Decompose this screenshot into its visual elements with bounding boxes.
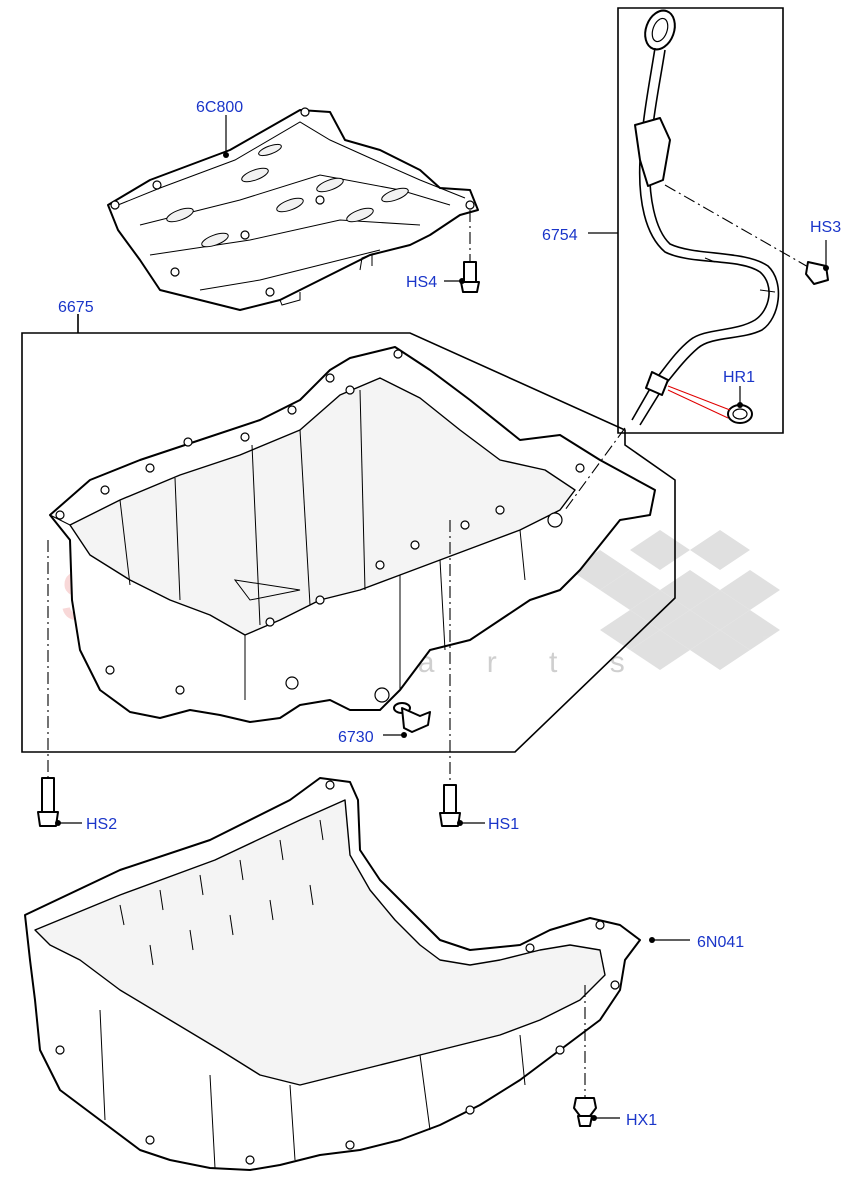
label-6754[interactable]: 6754 bbox=[542, 227, 578, 244]
label-HX1[interactable]: HX1 bbox=[626, 1112, 657, 1129]
drain-plug-6730 bbox=[383, 702, 431, 738]
label-HS2[interactable]: HS2 bbox=[86, 816, 117, 833]
label-6N041[interactable]: 6N041 bbox=[697, 934, 744, 951]
seal-HR1 bbox=[667, 385, 753, 424]
lower-pan-6N041 bbox=[24, 777, 690, 1171]
fastener-HX1 bbox=[573, 985, 620, 1127]
bolt-HS1 bbox=[439, 520, 485, 827]
label-6675[interactable]: 6675 bbox=[58, 299, 94, 316]
label-HS3[interactable]: HS3 bbox=[810, 219, 841, 236]
dipstick-6754 bbox=[631, 9, 780, 426]
bolt-HS4 bbox=[444, 210, 480, 293]
watermark-checker-flag bbox=[570, 530, 780, 670]
label-HS1[interactable]: HS1 bbox=[488, 816, 519, 833]
bolt-HS3 bbox=[664, 184, 829, 285]
baffle-6C800 bbox=[107, 107, 479, 311]
oil-pan-6675 bbox=[49, 346, 656, 723]
label-6C800[interactable]: 6C800 bbox=[196, 99, 243, 116]
part-labels: 6C800 HS4 6675 6754 HS3 HR1 6730 HS2 HS1… bbox=[58, 99, 841, 1129]
label-HR1[interactable]: HR1 bbox=[723, 369, 755, 386]
bolt-HS2 bbox=[37, 540, 82, 827]
label-6730[interactable]: 6730 bbox=[338, 729, 374, 746]
oil-pan-panel bbox=[21, 314, 676, 753]
leader-6C800 bbox=[223, 115, 229, 158]
dipstick-panel bbox=[588, 7, 784, 434]
label-HS4[interactable]: HS4 bbox=[406, 274, 437, 291]
